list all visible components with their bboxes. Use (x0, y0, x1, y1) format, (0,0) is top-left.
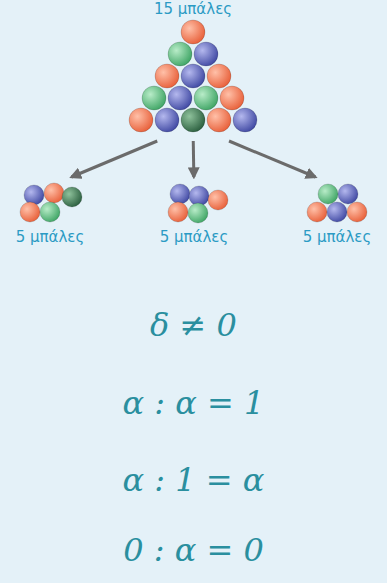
ball (338, 184, 358, 204)
ball (327, 202, 347, 222)
math-rule: α : α = 1 (0, 383, 387, 423)
ball (347, 202, 367, 222)
ball (233, 108, 257, 132)
ball (20, 202, 40, 222)
ball (129, 108, 153, 132)
ball (208, 190, 228, 210)
ball (307, 202, 327, 222)
ball-group-picture (10, 180, 90, 224)
ball (155, 108, 179, 132)
ball (181, 64, 205, 88)
ball (207, 64, 231, 88)
ball-group: 5 μπάλες (4, 180, 96, 248)
split-arrow (192, 141, 196, 177)
ball (168, 86, 192, 110)
split-arrow (229, 141, 315, 177)
ball-group-picture (154, 180, 234, 224)
ball (40, 202, 60, 222)
ball (194, 42, 218, 66)
count-label: 15 μπάλες (118, 0, 268, 18)
ball (188, 203, 208, 223)
ball-group-picture (297, 180, 377, 224)
ball-triangle-picture (118, 18, 268, 138)
ball (142, 86, 166, 110)
ball (155, 64, 179, 88)
count-label: 5 μπάλες (4, 228, 96, 246)
ball (207, 108, 231, 132)
ball (194, 86, 218, 110)
ball (220, 86, 244, 110)
math-rule: α : 1 = α (0, 460, 387, 500)
count-label: 5 μπάλες (291, 228, 383, 246)
ball-group: 5 μπάλες (291, 180, 383, 248)
ball (318, 184, 338, 204)
ball (170, 184, 190, 204)
split-arrow (71, 141, 157, 177)
ball (168, 202, 188, 222)
ball-triangle: 15 μπάλες (118, 0, 268, 138)
ball (181, 108, 205, 132)
math-rule: δ ≠ 0 (0, 305, 387, 345)
ball (62, 187, 82, 207)
ball (181, 20, 205, 44)
count-label: 5 μπάλες (148, 228, 240, 246)
ball-group: 5 μπάλες (148, 180, 240, 248)
math-rule: 0 : α = 0 (0, 530, 387, 570)
ball (44, 183, 64, 203)
ball (168, 42, 192, 66)
